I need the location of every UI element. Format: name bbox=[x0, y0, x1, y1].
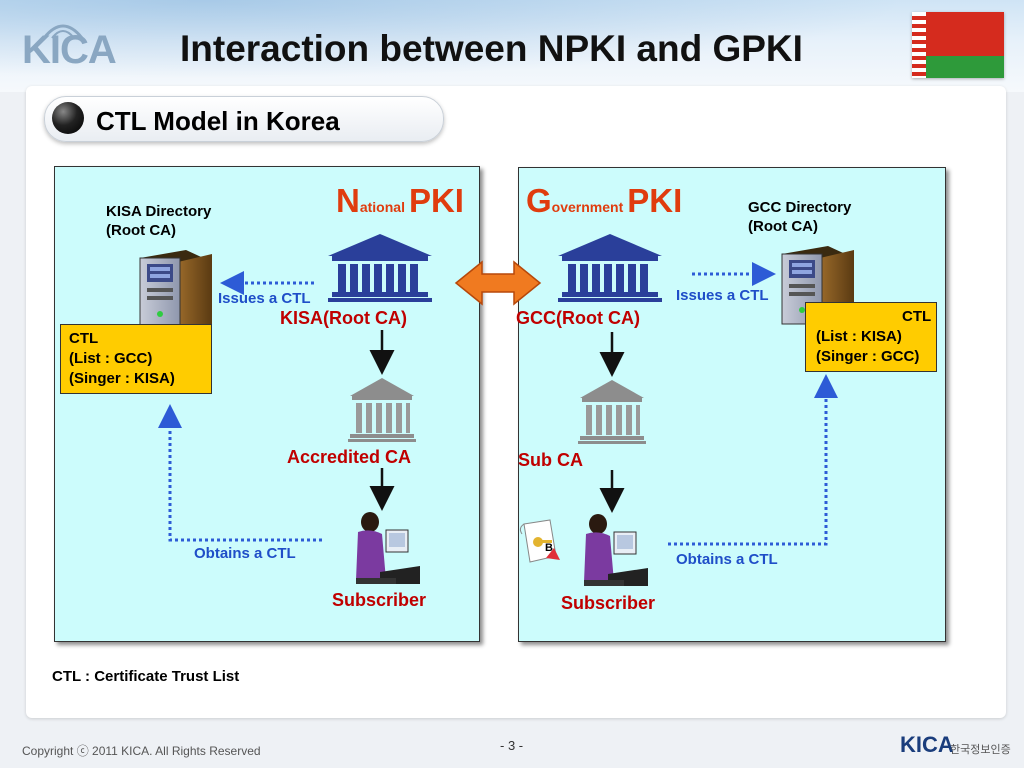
hierarchy-arrows bbox=[369, 330, 625, 513]
section-pill bbox=[44, 96, 444, 142]
government-subscriber-icon bbox=[584, 514, 648, 586]
copyright-text: Copyright ⓒ 2011 KICA. All Rights Reserv… bbox=[22, 744, 261, 758]
kisa-directory-label: KISA Directory(Root CA) bbox=[106, 203, 212, 239]
gcc-root-ca-label: GCC(Root CA) bbox=[516, 308, 640, 328]
logo-arc-icon bbox=[42, 24, 84, 39]
ctl-flow-arrows bbox=[158, 262, 838, 546]
footer-kica-korean: 한국정보인증 bbox=[950, 744, 1011, 756]
section-title: CTL Model in Korea bbox=[96, 106, 340, 136]
kisa-directory-server-icon bbox=[139, 250, 212, 330]
national-ctl-box: CTL(List : GCC)(Singer : KISA) bbox=[60, 324, 212, 394]
government-ctl-box: CTL(List : KISA)(Singer : GCC) bbox=[805, 302, 937, 372]
exchange-double-arrow-icon bbox=[454, 260, 542, 306]
accredited-ca-label: Accredited CA bbox=[287, 447, 412, 467]
government-subscriber-label: Subscriber bbox=[561, 593, 656, 613]
ctl-legend: CTL : Certificate Trust List bbox=[52, 668, 240, 685]
accredited-ca-building-icon bbox=[348, 378, 416, 442]
flag-ornament bbox=[912, 12, 926, 78]
government-obtains-ctl-label: Obtains a CTL bbox=[676, 551, 778, 568]
header-banner bbox=[0, 0, 1024, 92]
gcc-directory-label: GCC Directory(Root CA) bbox=[748, 199, 852, 235]
kica-logo: KICA bbox=[22, 28, 117, 72]
footer-kica-logo: KICA bbox=[900, 732, 954, 757]
belarus-flag-icon bbox=[912, 12, 1004, 78]
bullet-icon bbox=[52, 102, 84, 134]
kisa-root-ca-label: KISA(Root CA) bbox=[280, 308, 407, 328]
national-obtains-ctl-label: Obtains a CTL bbox=[194, 545, 296, 562]
government-issues-ctl-label: Issues a CTL bbox=[676, 287, 769, 304]
page-title: Interaction between NPKI and GPKI bbox=[180, 28, 803, 69]
flag-green-band bbox=[912, 56, 1004, 78]
national-subscriber-label: Subscriber bbox=[332, 590, 427, 610]
certificate-icon bbox=[519, 519, 560, 563]
gcc-directory-server-icon bbox=[781, 246, 854, 326]
certificate-badge: B bbox=[545, 542, 553, 554]
national-issues-ctl-label: Issues a CTL bbox=[218, 290, 311, 307]
sub-ca-building-icon bbox=[578, 380, 646, 444]
gcc-root-ca-building-icon bbox=[558, 234, 662, 302]
sub-ca-label: Sub CA bbox=[518, 450, 583, 470]
kisa-root-ca-building-icon bbox=[328, 234, 432, 302]
flag-red-band bbox=[912, 12, 1004, 56]
page-number: - 3 - bbox=[500, 738, 524, 753]
national-subscriber-icon bbox=[356, 512, 420, 584]
